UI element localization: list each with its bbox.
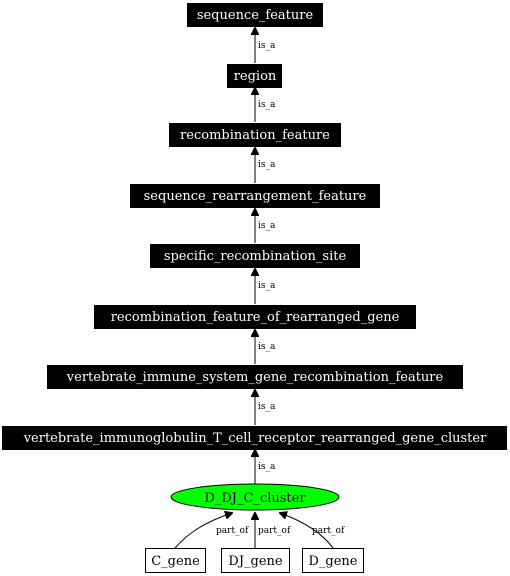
leaf-label: DJ_gene xyxy=(228,554,283,569)
node-sequence-rearrangement-feature[interactable]: sequence_rearrangement_feature xyxy=(130,184,380,208)
node-sequence-feature[interactable]: sequence_feature xyxy=(187,3,323,27)
node-vertebrate-immune-system-gene-recombination-feature[interactable]: vertebrate_immune_system_gene_recombinat… xyxy=(47,365,463,389)
edge-label-is-a-7: is_a xyxy=(258,402,276,412)
edge-label-is-a-2: is_a xyxy=(258,100,276,110)
edge-label-is-a-3: is_a xyxy=(258,160,276,170)
node-label: vertebrate_immune_system_gene_recombinat… xyxy=(66,370,444,385)
node-region[interactable]: region xyxy=(227,64,282,88)
node-specific-recombination-site[interactable]: specific_recombination_site xyxy=(150,244,360,268)
leaf-nodes: C_gene DJ_gene D_gene xyxy=(145,548,364,573)
node-label: specific_recombination_site xyxy=(164,249,347,264)
edge-label-part-of-c-gene: part_of xyxy=(216,526,249,536)
edge-label-part-of-dj-gene: part_of xyxy=(258,526,291,536)
node-label: region xyxy=(234,69,277,84)
edge-label-is-a-6: is_a xyxy=(258,342,276,352)
leaf-label: C_gene xyxy=(151,554,200,569)
node-label: sequence_rearrangement_feature xyxy=(144,189,367,204)
node-vertebrate-immunoglobulin-t-cell-receptor-rearranged-gene-cluster[interactable]: vertebrate_immunoglobulin_T_cell_recepto… xyxy=(2,426,507,450)
leaf-label: D_gene xyxy=(308,554,357,569)
node-dj-gene[interactable]: DJ_gene xyxy=(221,548,290,573)
is-a-edges: is_a is_a is_a is_a is_a is_a is_a is_a xyxy=(255,28,276,484)
edge-part-of-d-gene xyxy=(280,513,334,549)
node-label: recombination_feature_of_rearranged_gene xyxy=(111,310,400,325)
node-d-dj-c-cluster[interactable]: D_DJ_C_cluster xyxy=(170,483,340,511)
focus-label: D_DJ_C_cluster xyxy=(204,491,306,506)
node-recombination-feature[interactable]: recombination_feature xyxy=(169,123,341,147)
node-label: sequence_feature xyxy=(197,8,314,23)
edge-label-part-of-d-gene: part_of xyxy=(312,526,345,536)
node-c-gene[interactable]: C_gene xyxy=(145,548,206,573)
edge-label-is-a-8: is_a xyxy=(258,462,276,472)
node-d-gene[interactable]: D_gene xyxy=(302,548,364,573)
node-recombination-feature-of-rearranged-gene[interactable]: recombination_feature_of_rearranged_gene xyxy=(94,305,416,329)
node-label: recombination_feature xyxy=(180,128,330,143)
node-label: vertebrate_immunoglobulin_T_cell_recepto… xyxy=(23,431,487,446)
edge-part-of-c-gene xyxy=(174,513,232,549)
edge-label-is-a-4: is_a xyxy=(258,221,276,231)
edge-label-is-a-1: is_a xyxy=(258,41,276,51)
part-of-edges: part_of part_of part_of xyxy=(174,513,345,549)
chain-nodes: sequence_feature region recombination_fe… xyxy=(2,3,507,450)
focus-ellipse xyxy=(170,483,340,511)
edge-label-is-a-5: is_a xyxy=(258,281,276,291)
